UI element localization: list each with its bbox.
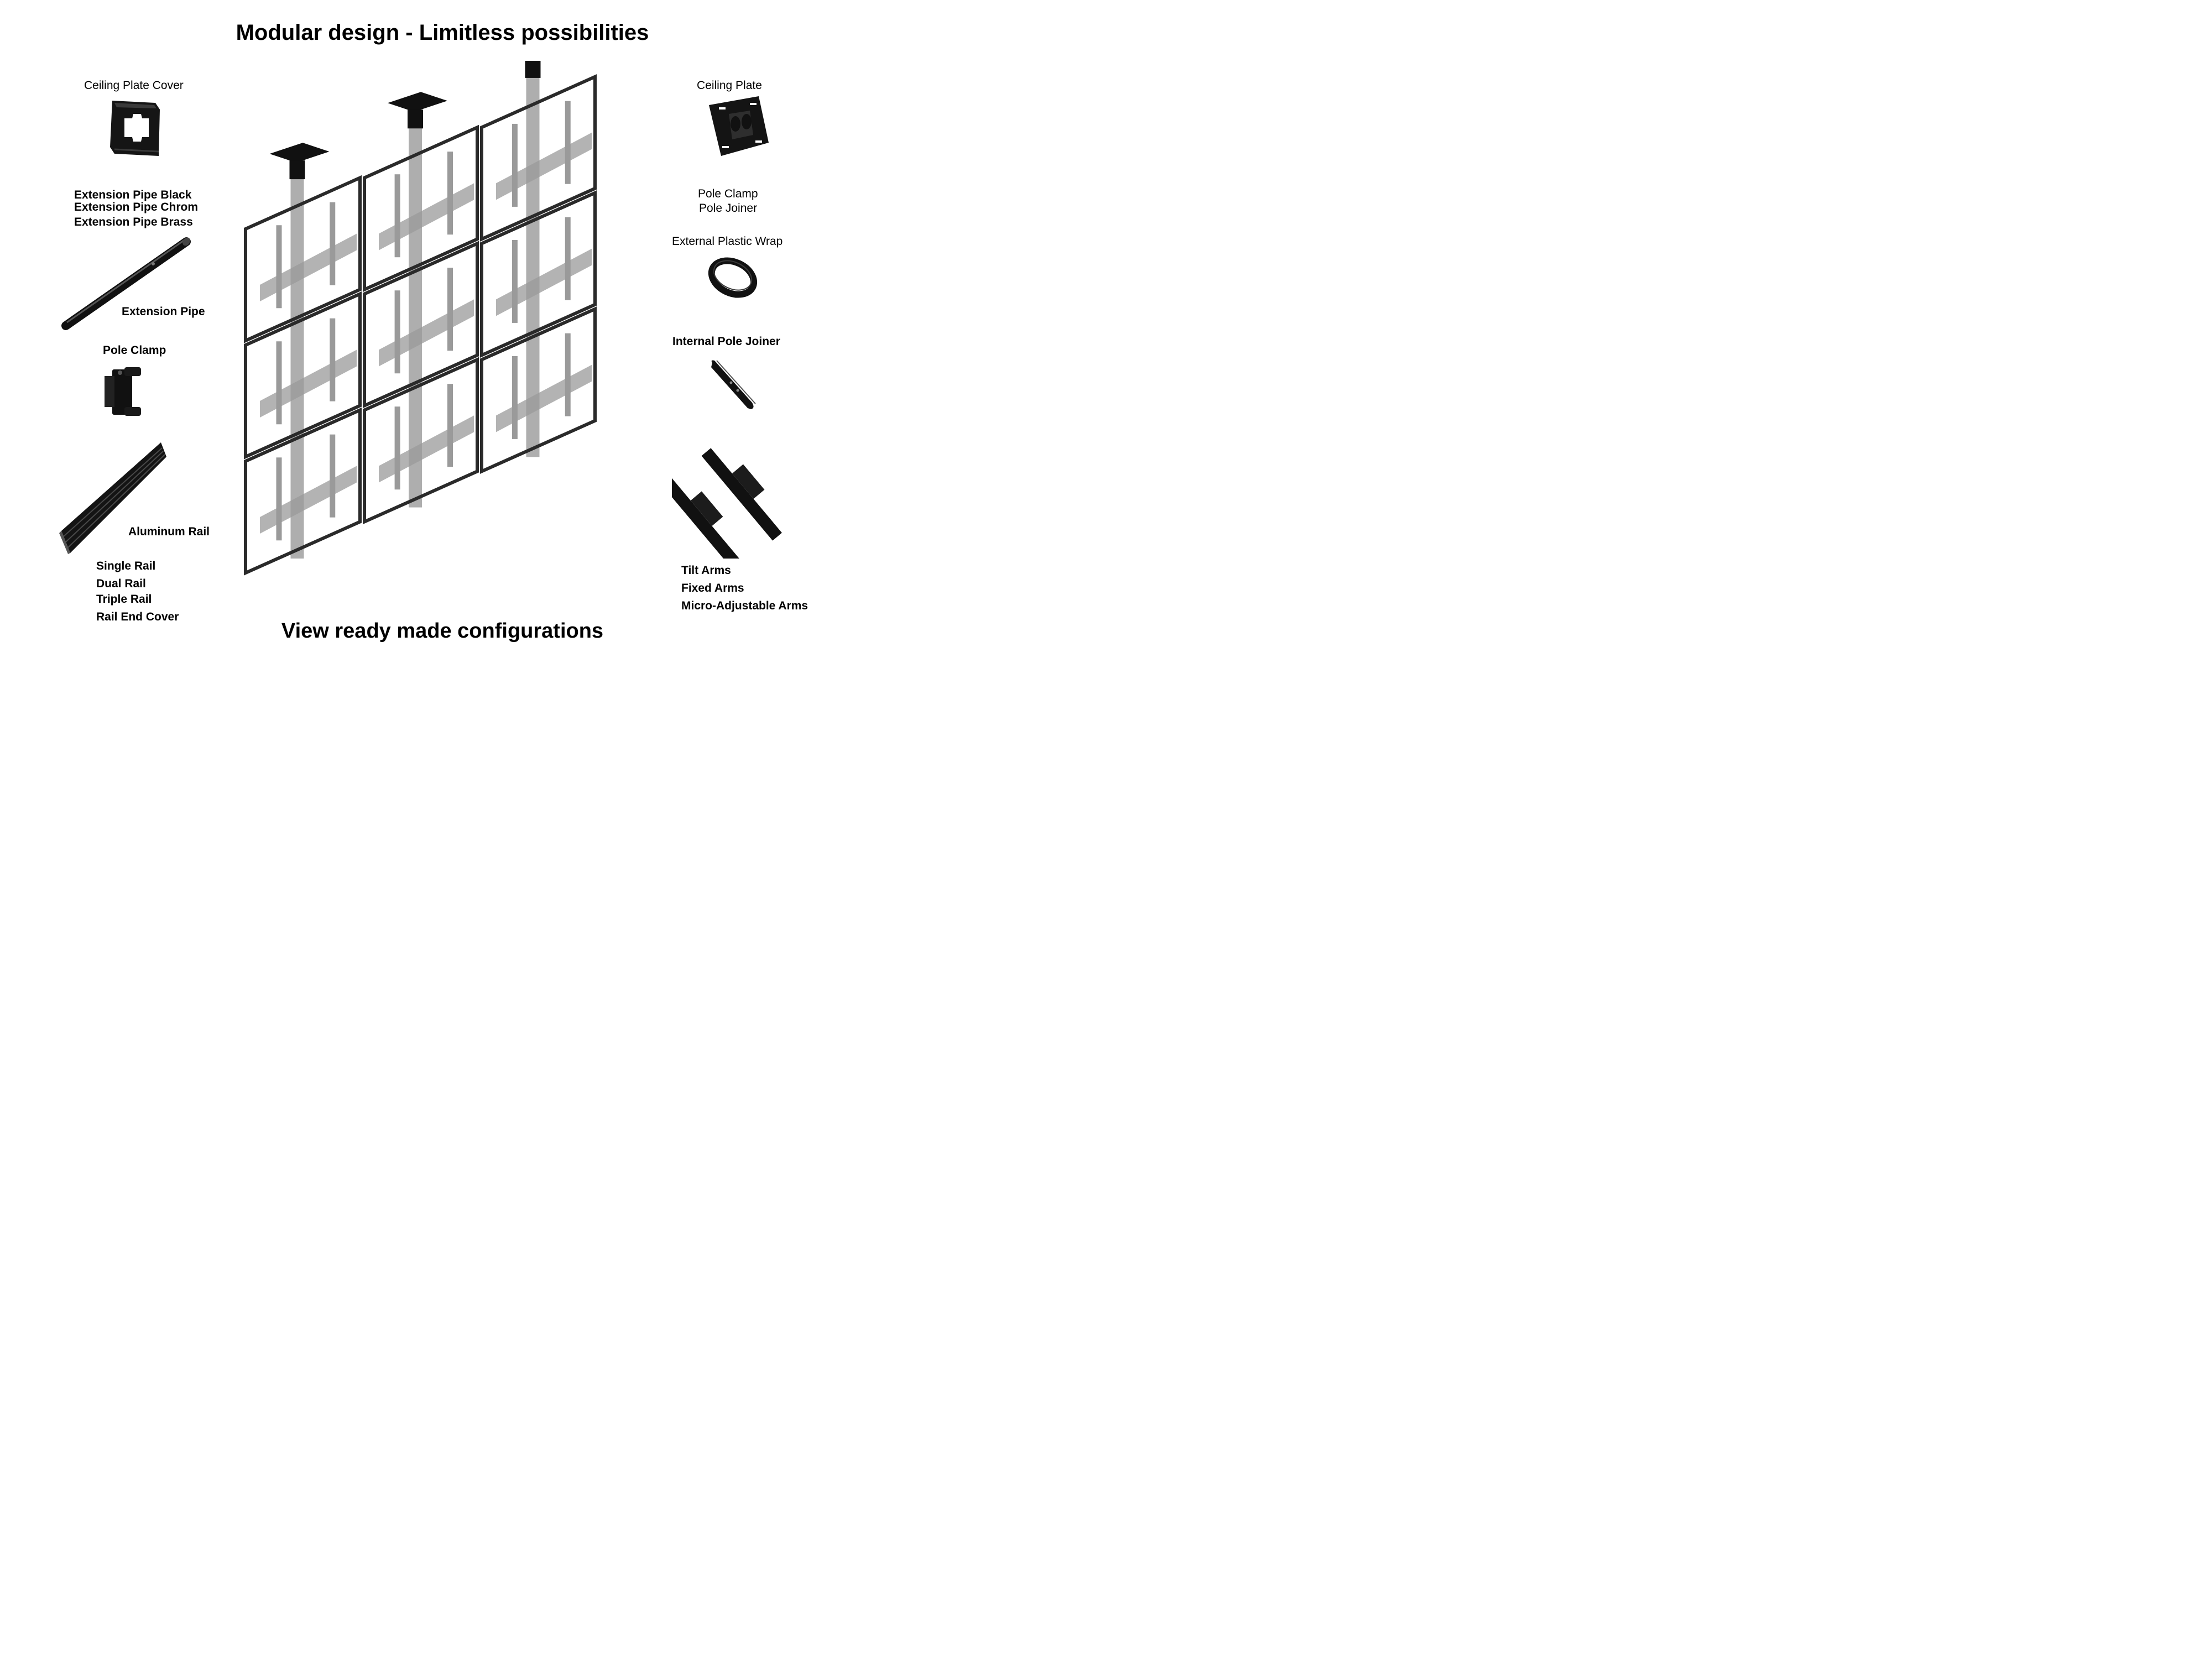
pole-clamp-left-label: Pole Clamp xyxy=(103,344,166,357)
arm xyxy=(330,434,336,518)
arm xyxy=(276,225,282,309)
arm xyxy=(394,406,400,490)
page-title: Modular design - Limitless possibilities xyxy=(236,20,649,45)
arm-variants: Tilt Arms Fixed Arms Micro-Adjustable Ar… xyxy=(681,562,808,615)
screen-frame xyxy=(244,291,362,460)
ceiling-plate-cover-image xyxy=(110,101,160,156)
aluminum-rail-image xyxy=(59,442,166,554)
pole xyxy=(526,63,540,457)
screen-frame xyxy=(480,306,597,474)
pole xyxy=(290,165,304,559)
pole-joiner-label: Pole Joiner xyxy=(699,202,758,215)
micro-adjustable-arms-label: Micro-Adjustable Arms xyxy=(681,599,808,612)
pole-clamp xyxy=(408,109,423,129)
triple-rail-label: Triple Rail xyxy=(96,592,152,606)
screen-frame xyxy=(363,357,479,525)
tilt-arms-label: Tilt Arms xyxy=(681,564,731,577)
ceiling-plate-cover-label: Ceiling Plate Cover xyxy=(84,79,184,92)
rail xyxy=(260,233,357,301)
rail xyxy=(496,364,592,432)
external-plastic-wrap-image xyxy=(708,257,758,298)
internal-pole-joiner-image xyxy=(711,360,756,409)
screen-frame xyxy=(480,190,597,358)
pole-clamp-right-label: Pole Clamp xyxy=(698,187,758,200)
arm xyxy=(565,101,571,184)
rail xyxy=(496,132,592,200)
extension-pipe-label: Extension Pipe xyxy=(122,305,205,318)
ceiling-plate xyxy=(388,92,447,112)
ceiling-plate-label: Ceiling Plate xyxy=(697,79,762,92)
extension-pipe-variants: Extension Pipe Black Extension Pipe Chro… xyxy=(74,188,198,229)
ceiling-plate xyxy=(269,143,330,163)
screen-frame xyxy=(244,407,362,576)
rail xyxy=(260,466,357,534)
arm xyxy=(447,268,453,351)
pole-clamp-image xyxy=(105,367,141,416)
extension-pipe-black-label: Extension Pipe Black xyxy=(74,189,192,201)
rail-variants: Single Rail Dual Rail Triple Rail Rail E… xyxy=(96,557,179,626)
rail xyxy=(260,349,357,418)
fixed-arms-label: Fixed Arms xyxy=(681,581,744,594)
arm xyxy=(276,457,282,541)
internal-pole-joiner-label: Internal Pole Joiner xyxy=(672,335,780,348)
rail xyxy=(496,248,592,316)
rail-end-cover-label: Rail End Cover xyxy=(96,610,179,623)
video-wall-assembly xyxy=(244,61,597,576)
tilt-arms-image xyxy=(672,448,782,559)
dual-rail-label: Dual Rail xyxy=(96,577,146,590)
screen-frame xyxy=(363,124,479,293)
arm xyxy=(330,202,336,285)
arm xyxy=(565,217,571,300)
rail xyxy=(379,415,474,483)
extension-pipe-chrom-label: Extension Pipe Chrom xyxy=(74,201,199,214)
arm xyxy=(394,174,400,258)
arm xyxy=(447,384,453,467)
screen-frame xyxy=(244,175,362,343)
pole-clamp xyxy=(525,61,541,78)
screen-frame xyxy=(363,241,479,409)
view-configurations-link[interactable]: View ready made configurations xyxy=(281,619,604,643)
extension-pipe-image xyxy=(61,237,191,330)
rail xyxy=(379,299,474,367)
arm xyxy=(512,356,518,439)
external-plastic-wrap-label: External Plastic Wrap xyxy=(672,235,783,248)
screen-frame xyxy=(480,74,597,242)
arm xyxy=(276,341,282,425)
pole-clamp xyxy=(289,160,305,180)
extension-pipe-brass-label: Extension Pipe Brass xyxy=(74,215,193,228)
arm xyxy=(565,333,571,416)
ceiling-plate-image xyxy=(709,96,769,156)
pole xyxy=(409,114,422,508)
arm xyxy=(512,239,518,323)
aluminum-rail-label: Aluminum Rail xyxy=(128,525,210,538)
arm xyxy=(512,123,518,207)
rail xyxy=(379,183,474,251)
arm xyxy=(330,318,336,401)
single-rail-label: Single Rail xyxy=(96,560,156,572)
arm xyxy=(447,152,453,235)
arm xyxy=(394,290,400,374)
